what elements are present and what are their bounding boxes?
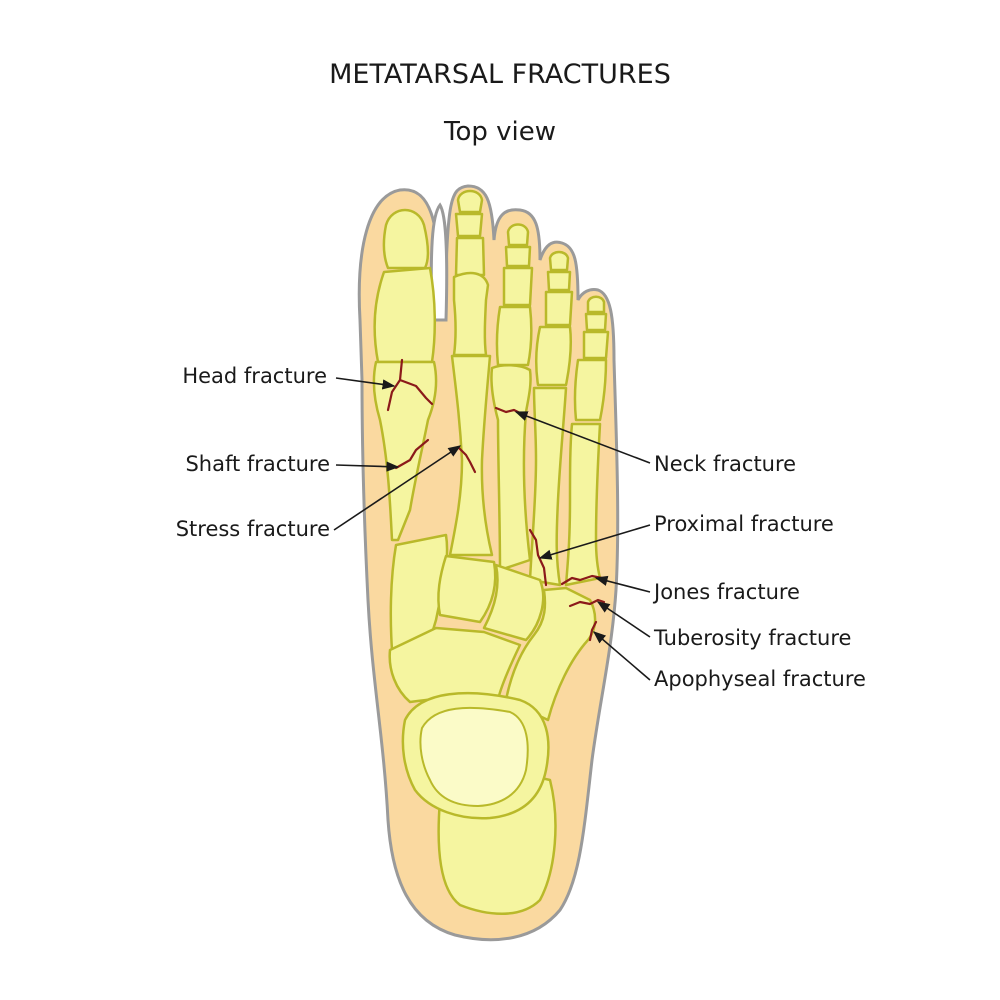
apophyseal-fracture-mark — [588, 620, 598, 642]
proximal-fracture-label: Proximal fracture — [654, 512, 834, 536]
diagram-subtitle: Top view — [443, 117, 556, 147]
neck-fracture-label: Neck fracture — [654, 452, 796, 476]
neck-leader — [514, 411, 651, 464]
tuberosity-fracture-mark — [568, 598, 606, 608]
shaft-fracture-label: Shaft fracture — [185, 452, 330, 476]
fifth-toe-bones — [564, 295, 610, 587]
fourth-toe-bones — [528, 250, 574, 587]
stress-leader — [333, 445, 462, 531]
stress-fracture-label: Stress fracture — [176, 517, 330, 541]
jones-fracture-label: Jones fracture — [652, 580, 800, 604]
proximal-fracture-mark — [528, 528, 548, 587]
head-fracture-label: Head fracture — [182, 364, 327, 388]
proximal-leader — [538, 524, 651, 560]
diagram-title: METATARSAL FRACTURES — [329, 59, 671, 90]
apophyseal-fracture-label: Apophyseal fracture — [654, 667, 866, 691]
jones-leader — [594, 575, 651, 593]
head-leader — [335, 377, 396, 390]
apophyseal-leader — [593, 631, 651, 681]
tarsal-bones — [388, 533, 597, 915]
tuberosity-fracture-label: Tuberosity fracture — [653, 626, 851, 650]
second-toe-bones — [448, 189, 494, 557]
fracture-marks — [386, 358, 606, 642]
fracture-labels: Head fracture Shaft fracture Stress frac… — [176, 364, 866, 691]
shaft-fracture-mark — [394, 438, 430, 470]
leader-lines — [333, 377, 651, 681]
shaft-leader — [335, 461, 400, 472]
stress-fracture-mark — [456, 445, 477, 474]
tuberosity-leader — [596, 601, 651, 638]
head-fracture-mark — [386, 358, 434, 412]
